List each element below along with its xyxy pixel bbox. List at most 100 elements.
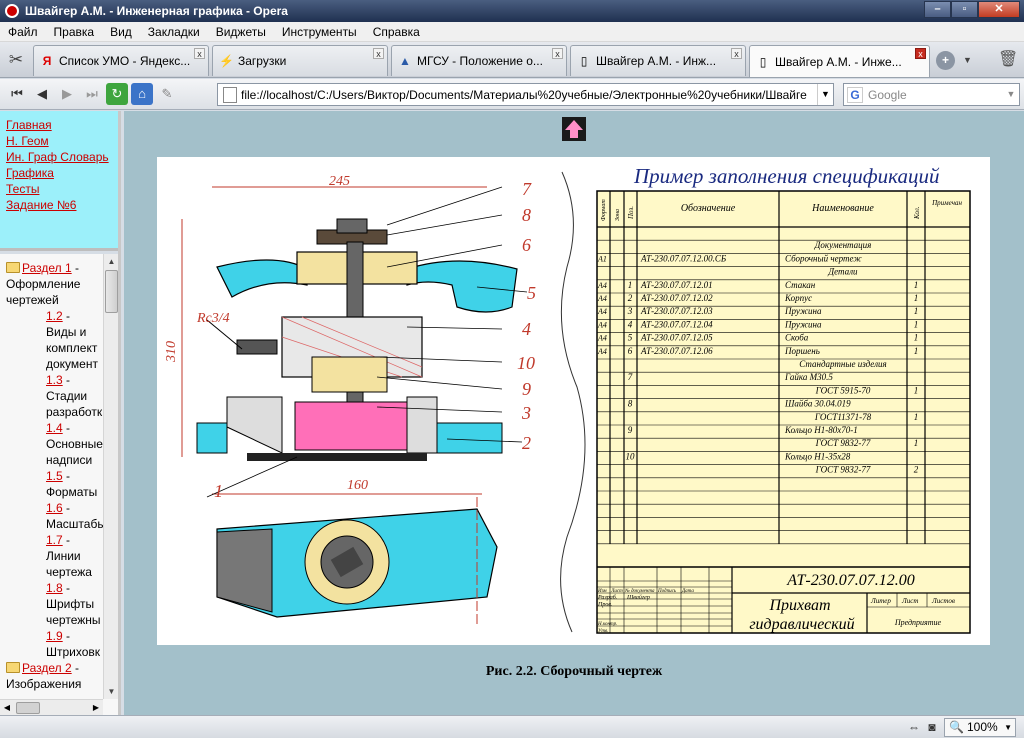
tab-close-icon[interactable]: x (915, 48, 926, 59)
tab-shvaiger-active[interactable]: ▯ Швайгер А.М. - Инже... x (749, 45, 930, 77)
spec-row-qty: 1 (914, 346, 919, 356)
spec-row-name: ГОСТ 5915-70 (815, 385, 871, 395)
stamp-row-label: Утв. (598, 629, 608, 634)
menu-file[interactable]: Файл (8, 24, 38, 39)
assembly-plan-view (216, 497, 498, 627)
tab-close-icon[interactable]: x (373, 48, 384, 59)
tab-close-icon[interactable]: x (194, 48, 205, 59)
zoom-icon: 🔍 (949, 720, 964, 734)
nav-link-home[interactable]: Главная (6, 118, 52, 132)
tree-horizontal-scrollbar[interactable]: ◀ ▶ (0, 699, 103, 715)
nav-link-ngeom[interactable]: Н. Геом (6, 134, 49, 148)
close-window-button[interactable]: ✕ (978, 1, 1020, 18)
tree-item-link[interactable]: 1.8 (46, 581, 63, 595)
scroll-up-icon[interactable]: ▲ (107, 257, 116, 266)
spec-row-name: Поршень (784, 346, 820, 356)
menu-bookmarks[interactable]: Закладки (147, 24, 200, 39)
new-tab-icon[interactable]: + (936, 51, 955, 70)
address-url: file://localhost/C:/Users/Виктор/Documen… (241, 87, 807, 102)
tree-item: 1.9 -Штриховк (46, 629, 101, 659)
nav-link-task6[interactable]: Задание №6 (6, 198, 77, 212)
tab-close-icon[interactable]: x (552, 48, 563, 59)
tree-item: 1.3 -Стадии разработк (46, 373, 103, 419)
spec-row-designation: АТ-230.07.07.12.06 (640, 346, 713, 356)
tree-vertical-scrollbar[interactable]: ▲ ▼ (103, 254, 118, 699)
spec-header-format: Формат (601, 199, 607, 221)
tab-close-icon[interactable]: x (731, 48, 742, 59)
search-field[interactable]: G Google ▼ (843, 83, 1020, 106)
stamp-code: АТ-230.07.07.12.00 (786, 572, 914, 589)
tree-item-label: Масштабы (46, 517, 106, 531)
spec-row-pos: 9 (628, 425, 633, 435)
callout-10: 10 (517, 353, 535, 373)
tree-item-link[interactable]: 1.5 (46, 469, 63, 483)
window-title: Швайгер А.М. - Инженерная графика - Oper… (25, 4, 288, 18)
tree-item-link[interactable]: 1.3 (46, 373, 63, 387)
zoom-control[interactable]: 🔍 100% ▼ (944, 718, 1016, 737)
address-dropdown-icon[interactable]: ▼ (817, 84, 833, 105)
spec-row-name: ГОСТ 9832-77 (815, 438, 871, 448)
nav-link-graphics[interactable]: Графика (6, 166, 54, 180)
nav-link-tests[interactable]: Тесты (6, 182, 40, 196)
scroll-thumb[interactable] (16, 702, 40, 714)
tree-item-link[interactable]: 1.6 (46, 501, 63, 515)
spec-row-name: ГОСТ11371-78 (814, 412, 872, 422)
back-icon[interactable]: ◀ (37, 86, 47, 101)
tools-icon[interactable]: ✂ (8, 50, 24, 69)
edit-icon[interactable]: ✎ (161, 86, 173, 101)
forward-icon[interactable]: ▶ (62, 86, 72, 101)
up-arrow-icon[interactable] (562, 117, 586, 141)
tab-downloads[interactable]: ⚡ Загрузки x (212, 45, 388, 76)
tree-item-link[interactable]: 1.2 (46, 309, 63, 323)
spec-header-qty: Кол. (913, 206, 921, 220)
tab-yandex[interactable]: Я Список УМО - Яндекс... x (33, 45, 209, 76)
section-2-link[interactable]: Раздел 2 (22, 661, 72, 675)
scroll-thumb[interactable] (105, 270, 118, 313)
camera-icon[interactable]: ◙ (928, 720, 936, 734)
scroll-left-icon[interactable]: ◀ (3, 703, 11, 712)
scroll-down-icon[interactable]: ▼ (107, 687, 116, 696)
menu-help[interactable]: Справка (372, 24, 420, 39)
spec-row-qty: 2 (914, 465, 919, 475)
callout-4: 4 (522, 319, 531, 339)
panel-toggle-icon[interactable]: ⇔ (908, 720, 920, 734)
maximize-button[interactable]: ▫ (951, 1, 978, 18)
zoom-dropdown-icon[interactable]: ▼ (1004, 723, 1012, 732)
tree-section-2: Раздел 2 - Изображения (6, 661, 82, 691)
callout-8: 8 (522, 205, 531, 225)
dim-top: 245 (329, 174, 350, 189)
stamp-row-label: Разраб. (597, 594, 617, 601)
page-icon: ▯ (759, 54, 767, 69)
spec-header-designation: Обозначение (681, 203, 736, 214)
spec-row-pos: 7 (628, 372, 633, 382)
address-bar[interactable]: file://localhost/C:/Users/Виктор/Documen… (217, 83, 834, 106)
section-1-link[interactable]: Раздел 1 (22, 261, 72, 275)
spec-row-name: Кольцо Н1-80х70-1 (784, 425, 858, 435)
tab-label: Список УМО - Яндекс... (59, 54, 191, 68)
fast-forward-icon[interactable]: ⏭ (86, 86, 98, 101)
tab-list-icon[interactable]: ▼ (963, 55, 972, 65)
search-dropdown-icon[interactable]: ▼ (1006, 89, 1016, 99)
stamp-title-1: Прихват (768, 597, 830, 614)
trash-icon[interactable]: 🗑 (998, 51, 1019, 68)
spec-row-designation: АТ-230.07.07.12.00.СБ (640, 253, 727, 263)
callout-7: 7 (522, 179, 532, 199)
tree-item-link[interactable]: 1.4 (46, 421, 63, 435)
tree-item-label: Стадии разработк (46, 389, 103, 419)
reload-icon[interactable]: ↻ (106, 83, 128, 105)
menu-edit[interactable]: Правка (53, 24, 95, 39)
minimize-button[interactable]: – (924, 1, 951, 18)
tree-item-link[interactable]: 1.9 (46, 629, 63, 643)
scroll-right-icon[interactable]: ▶ (92, 703, 100, 712)
nav-link-dictionary[interactable]: Ин. Граф Словарь (6, 150, 109, 164)
tree-item-link[interactable]: 1.7 (46, 533, 63, 547)
tab-shvaiger-1[interactable]: ▯ Швайгер А.М. - Инж... x (570, 45, 746, 76)
menu-tools[interactable]: Инструменты (281, 24, 357, 39)
tab-mgsu[interactable]: ▲ МГСУ - Положение о... x (391, 45, 567, 76)
menu-view[interactable]: Вид (110, 24, 132, 39)
tab-label: Швайгер А.М. - Инже... (775, 54, 902, 69)
home-icon[interactable]: ⌂ (131, 83, 153, 105)
menu-widgets[interactable]: Виджеты (215, 24, 266, 39)
rewind-icon[interactable]: ⏮ (11, 86, 23, 101)
google-icon: G (847, 86, 863, 103)
